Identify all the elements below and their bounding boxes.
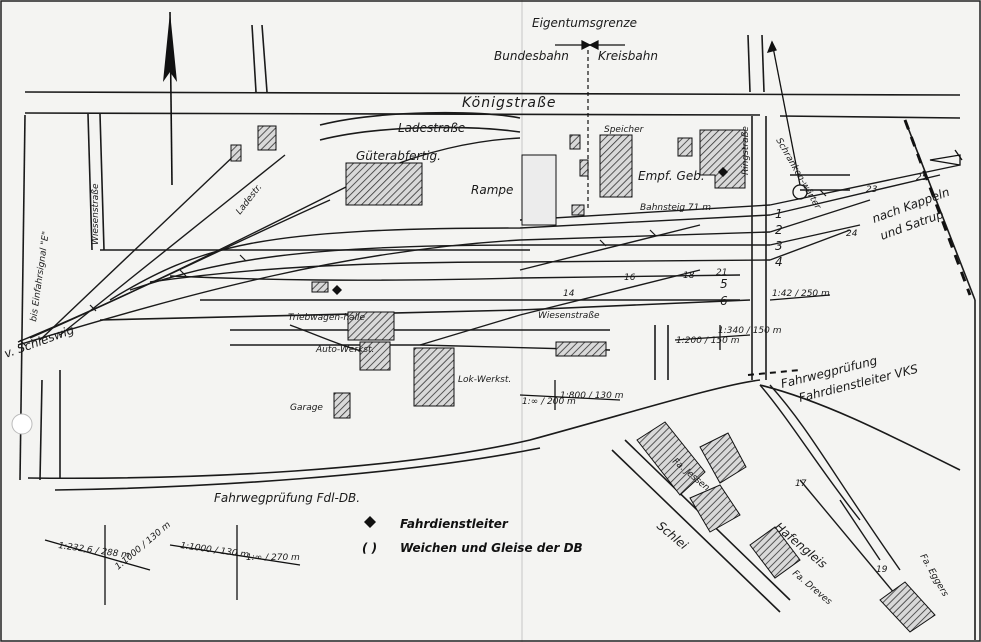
label-gueterabfertigung: Güterabfertig. [356, 149, 441, 163]
dispatcher-diamond-1 [332, 285, 342, 295]
building-small-5 [677, 137, 693, 157]
label-garage: Garage [290, 403, 323, 413]
signal-arrow [766, 40, 963, 200]
gradient-g8: 1:800 / 130 m [560, 391, 624, 401]
label-bundesbahn: Bundesbahn [494, 49, 569, 63]
dashed-boundary [903, 119, 972, 296]
switch-number-25: 25 [916, 173, 928, 183]
label-lok-werkst: Lok-Werkst. [458, 375, 511, 385]
tracks [17, 137, 961, 601]
label-speicher: Speicher [604, 125, 645, 135]
label-fahrwegpruefung-db: Fahrwegprüfung Fdl-DB. [214, 491, 360, 505]
label-ladestrasse-left: Ladestr. [234, 183, 264, 217]
buildings [230, 125, 936, 633]
building-small-2 [230, 144, 242, 162]
switch-number-17: 17 [795, 479, 807, 489]
building-stellwerk [311, 281, 329, 293]
track-number-6: 6 [720, 294, 728, 308]
building-empfangsgebaeude [699, 129, 746, 189]
gradient-g5: 1:200 / 150 m [676, 336, 740, 346]
switch-number-19: 19 [876, 565, 888, 575]
track-number-5: 5 [720, 277, 728, 291]
building-harbour-3 [689, 484, 741, 533]
track-number-1: 1 [775, 207, 783, 221]
building-bahnsteig [571, 204, 585, 216]
gradient-g4: 1:∞ / 270 m [246, 553, 300, 563]
legend-paren-text: Weichen und Gleise der DB [400, 541, 583, 555]
switch-number-14: 14 [563, 289, 575, 299]
label-schlei: Schlei [654, 519, 691, 553]
label-fa-eggers: Fa. Eggers [917, 553, 950, 599]
label-einfahrsignal: bis Einfahrsignal "E" [29, 231, 52, 323]
label-bahnsteig: Bahnsteig 71 m [640, 203, 711, 213]
building-autowerkstatt [359, 341, 391, 371]
gradient-g1: 1:232,6 / 288 m [58, 541, 131, 561]
building-speicher [599, 134, 633, 198]
building-harbour-1 [636, 421, 706, 496]
label-koenigstrasse: Königstraße [462, 95, 556, 111]
switch-numbers: 14 16 18 21 23 24 25 17 19 [563, 173, 928, 575]
legend-dispatcher-text: Fahrdienstleiter [400, 517, 509, 531]
label-v-schleswig: v. Schleswig [2, 322, 76, 360]
property-boundary [555, 40, 625, 210]
building-harbour-5 [879, 581, 936, 633]
track-number-3: 3 [775, 239, 783, 253]
building-triebwagenhalle [347, 311, 395, 341]
label-triebwagenhalle: Triebwagen-halle [288, 313, 366, 323]
building-small-3 [569, 134, 581, 150]
label-eigentumsgrenze: Eigentumsgrenze [532, 16, 637, 30]
switch-number-24: 24 [846, 229, 858, 239]
label-empf-geb: Empf. Geb. [638, 169, 705, 183]
switch-number-18: 18 [683, 271, 695, 281]
legend-diamond-icon [364, 516, 376, 528]
north-arrow-icon [163, 11, 177, 186]
label-ladestrasse-top: Ladestraße [398, 121, 465, 135]
switch-number-21: 21 [716, 268, 727, 278]
dispatcher-diamond-2 [718, 167, 728, 177]
gradient-g10: 1:42 / 250 m [772, 289, 830, 299]
track-number-4: 4 [775, 255, 783, 269]
label-ringstrasse: Ringstraße [741, 126, 751, 175]
building-lokwerkstatt [413, 347, 455, 407]
streets [19, 24, 976, 640]
label-wiesenstrasse-left: Wiesenstraße [91, 183, 101, 245]
building-gueterabfertigung [345, 162, 423, 206]
gradient-g9: 1:∞ / 200 m [522, 397, 576, 407]
label-wiesenstrasse: Wiesenstraße [538, 311, 600, 321]
track-numbers: 1 2 3 4 5 6 [720, 207, 783, 308]
building-garage [333, 392, 351, 419]
punch-hole [11, 413, 33, 435]
building-shed [555, 341, 607, 357]
gradient-markers [44, 294, 831, 605]
gradient-g6: 1:340 / 150 m [718, 326, 782, 336]
dashed-crossing [747, 369, 801, 376]
building-harbour-2 [699, 432, 747, 484]
building-small-4 [579, 159, 589, 177]
gradient-g2: 1:1000 / 130 m [114, 520, 174, 572]
switch-marks [19, 189, 827, 347]
legend: Fahrdienstleiter ( ) Weichen und Gleise … [362, 517, 583, 555]
label-rampe: Rampe [471, 183, 513, 197]
switch-number-16: 16 [624, 273, 636, 283]
building-rampe [521, 154, 557, 226]
gradient-g3: 1:1000 / 130 m [180, 541, 250, 561]
legend-paren-symbol: ( ) [362, 541, 377, 555]
label-kreisbahn: Kreisbahn [598, 49, 658, 63]
building-small-1 [257, 125, 277, 151]
switch-number-23: 23 [866, 185, 878, 195]
label-fa-dreves: Fa. Dreves [790, 569, 834, 608]
track-number-2: 2 [775, 223, 783, 237]
building-harbour-4 [749, 526, 801, 579]
label-auto-werkst: Auto-Werkst. [315, 345, 374, 355]
